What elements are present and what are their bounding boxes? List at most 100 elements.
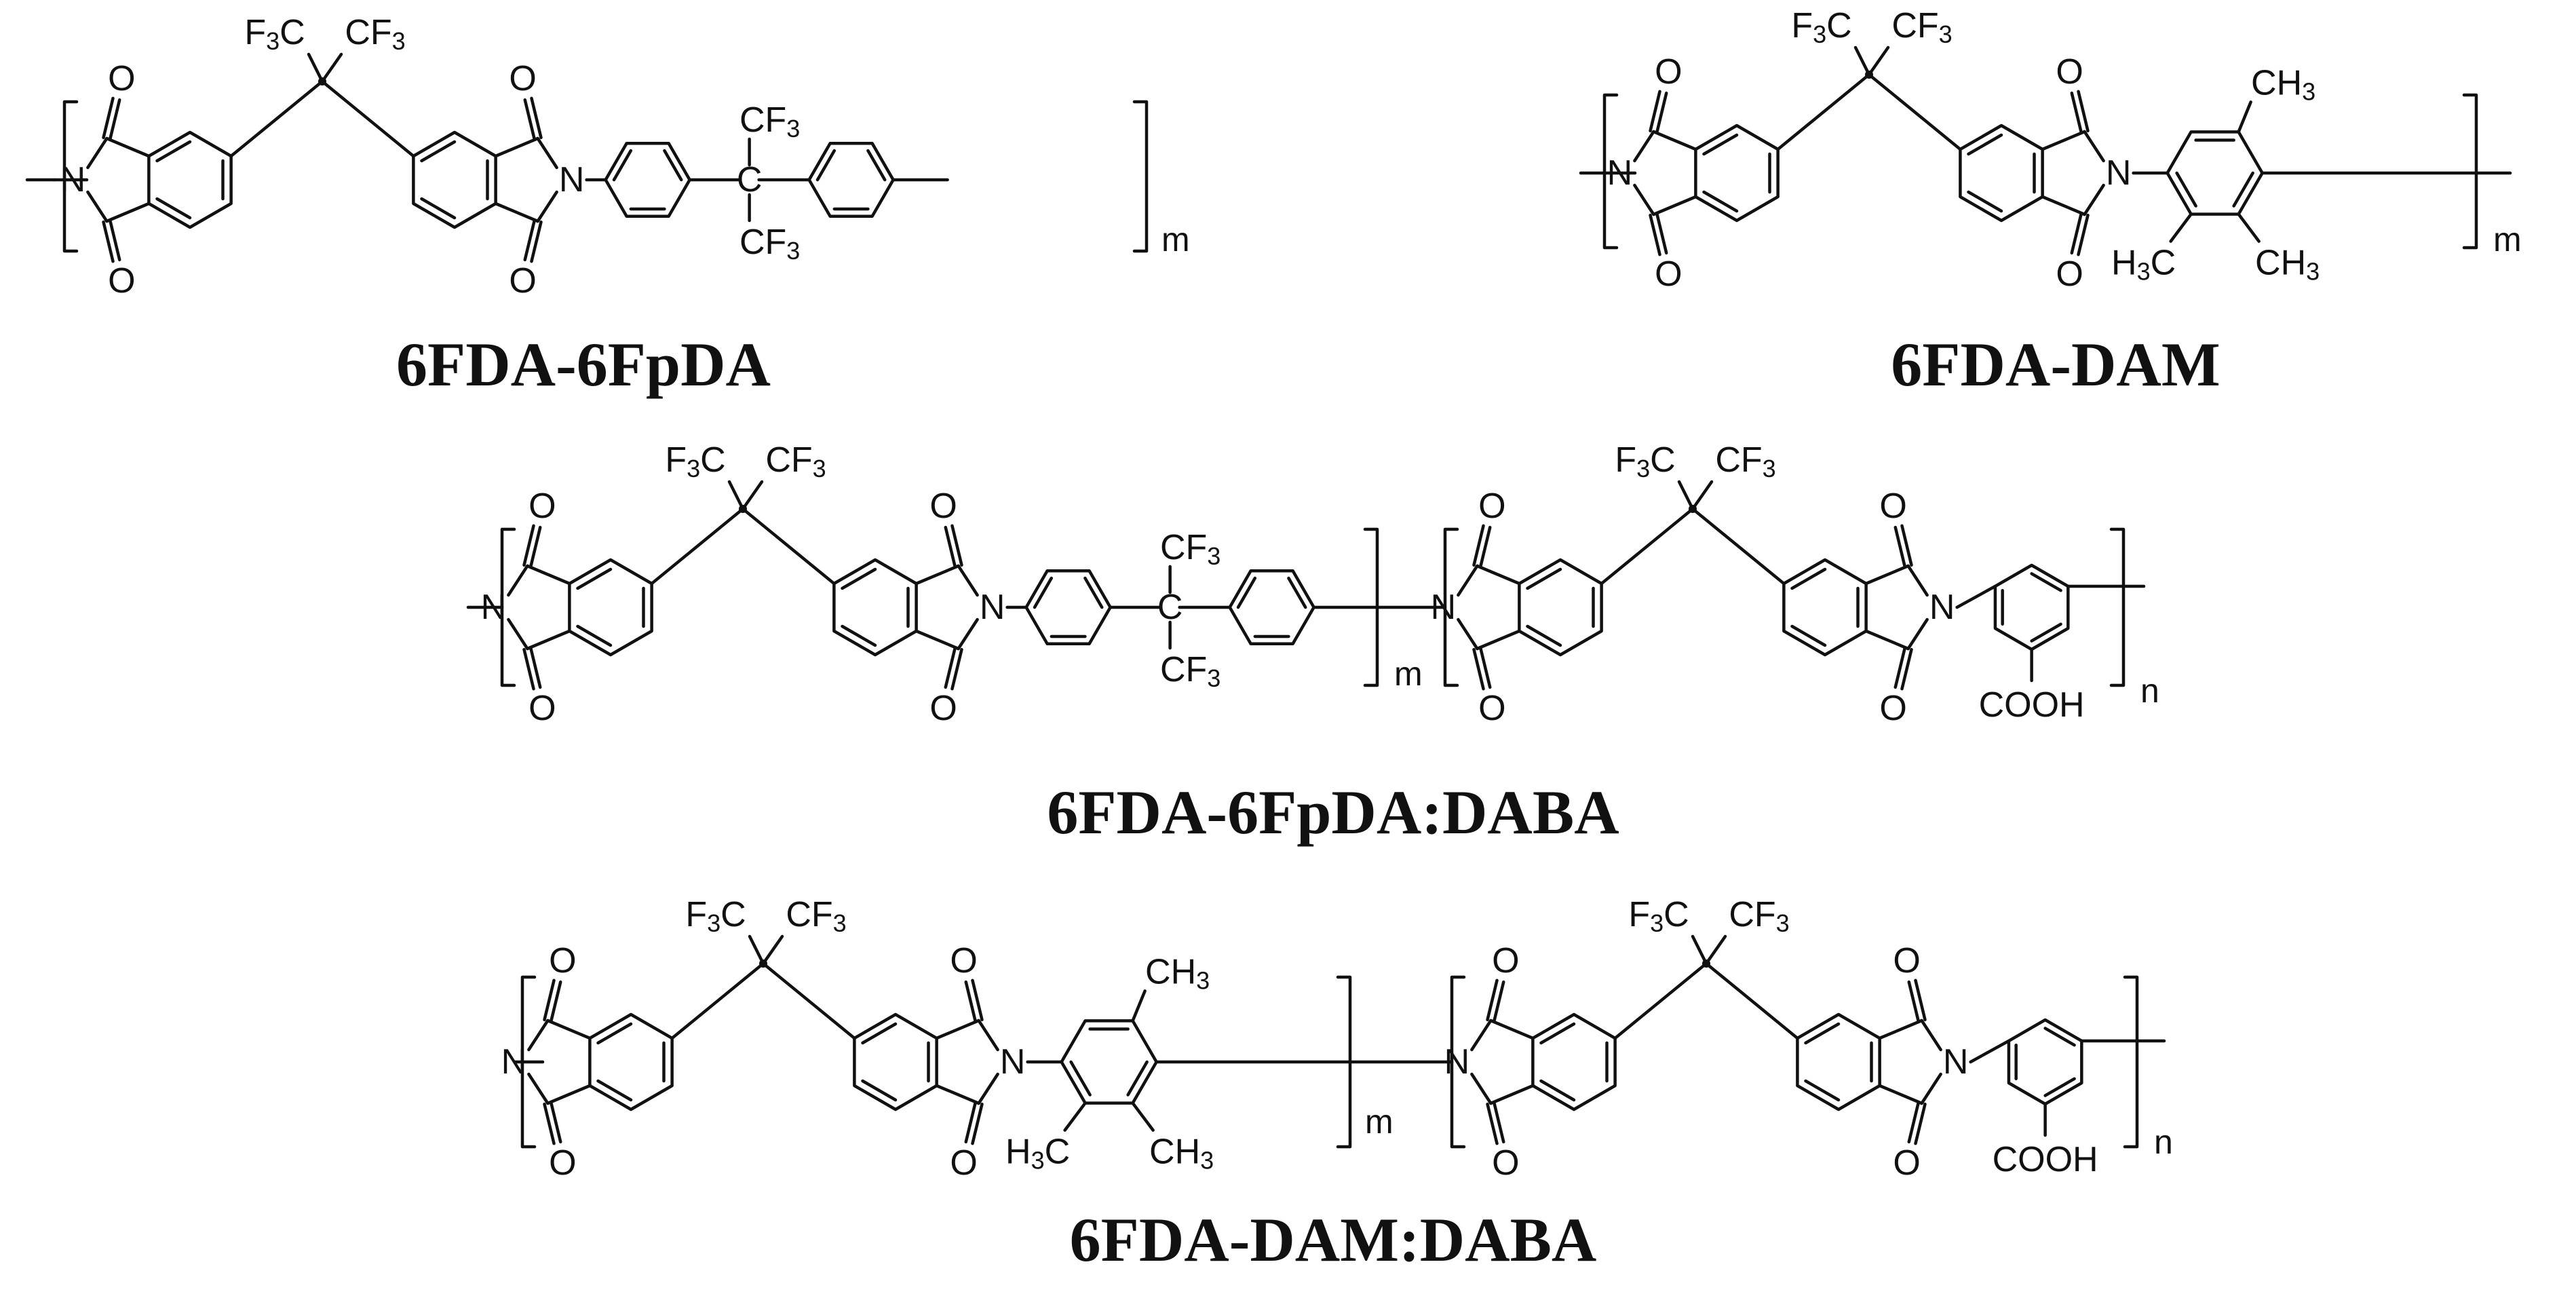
s1-imide-left-oxygen-bottom: O [108, 261, 135, 301]
s4b-cf3-bond [1691, 934, 1708, 966]
s1-imide-right-carbonyl-double [530, 220, 543, 263]
s1-f3c-group: F3C [244, 13, 305, 55]
s4a-imide-right-carbonyl-bond [935, 1019, 980, 1040]
s4-repeat-n: n [2154, 1123, 2173, 1161]
s1-imide-left-carbonyl-double [108, 98, 121, 141]
s4a-bridge-bond [761, 962, 856, 1040]
aromatic-bond [1539, 1079, 1576, 1102]
s3b-imide-left-carbonyl-double [1478, 525, 1492, 569]
s2-imide-left-imide-bond [1633, 130, 1655, 163]
s1-bridge-bond [229, 79, 324, 158]
s4b-imide-right-carbonyl-double [1907, 980, 1921, 1023]
s3b-imide-left-imide-bond [1457, 617, 1479, 651]
s1-bracket-left [62, 100, 79, 253]
s2-imide-right-benzene [1959, 123, 2044, 223]
s2-imide-right-oxygen-bottom: O [2056, 254, 2083, 294]
s2-imide-left-carbonyl-double [1655, 212, 1668, 255]
aromatic-bond [2030, 572, 2062, 592]
s3a-imide-right-carbonyl-double [944, 646, 957, 689]
s3-bracket-left [500, 527, 516, 687]
s4a-cf3-bond [761, 934, 784, 966]
aromatic-bond [576, 567, 613, 590]
s4a-imide-right-carbonyl-double [971, 978, 984, 1022]
aromatic-bond [1702, 133, 1739, 156]
s3a-cf3-bottom: CF3 [1160, 650, 1220, 692]
s4a-imide-right-benzene [853, 1012, 938, 1111]
s3-repeat-m: m [1394, 655, 1423, 693]
s4a-imide-right-imide-bond [977, 1072, 999, 1105]
s4a-imide-right-carbonyl-double [971, 1102, 984, 1145]
s4a-imide-left-carbonyl-double [549, 980, 562, 1023]
s3b-f3c-group: F3C [1615, 440, 1675, 482]
s3b-cf3-bond [1691, 480, 1714, 511]
aromatic-bond [596, 1079, 633, 1102]
s3-n-aryl-bond [1955, 584, 1997, 609]
aromatic-bond [576, 624, 613, 647]
s3b-imide-right-oxygen-top: O [1879, 487, 1906, 526]
s4b-f3c-group: F3C [1628, 895, 1689, 937]
s3a-imide-left-imide-bond [507, 617, 529, 651]
s1-repeat-m: m [1161, 221, 1190, 259]
s3a-imide-right-imide-bond [957, 617, 979, 651]
s4-ch3-top: CH3 [1145, 952, 1210, 994]
s3b-imide-right-carbonyl-double [1893, 646, 1907, 689]
label-6fda-dam: 6FDA-DAM [1891, 330, 2220, 399]
s2-imide-left-oxygen-top: O [1655, 52, 1682, 92]
aromatic-bond [1033, 576, 1054, 609]
s4b-imide-left-imide-bond [1470, 1072, 1493, 1105]
s1-imide-left-carbonyl-double [102, 96, 115, 140]
s3a-phenyl-1 [1024, 569, 1112, 645]
s4-bracket-m-right [1336, 975, 1352, 1149]
s3a-imide-right-carbonyl-bond [915, 564, 960, 586]
s1-imide-left-carbonyl-double [102, 220, 115, 263]
s4b-imide-left-oxygen-top: O [1492, 941, 1519, 981]
s3a-phenyl-2 [1228, 569, 1315, 645]
s3b-imide-left-benzene [1518, 558, 1603, 657]
aromatic-bond [2175, 171, 2197, 208]
s4-mesityl-ring [1060, 1019, 1158, 1105]
s3a-imide-left-carbonyl-double [528, 525, 542, 569]
s1-imide-right-imide-bond [536, 190, 558, 223]
aromatic-bond [2043, 1027, 2076, 1047]
s2-imide-right-carbonyl-double [2077, 90, 2090, 133]
s1-imide-right-oxygen-top: O [509, 59, 536, 98]
s4-methyl-bond [1063, 1101, 1087, 1132]
s4b-imide-right-oxygen-top: O [1893, 941, 1920, 981]
s4-methyl-bond [1131, 989, 1147, 1023]
s4b-imide-right-carbonyl-bond [1878, 1019, 1923, 1040]
s1-imide-right-nitrogen: N [559, 160, 585, 199]
s3b-imide-right-imide-bond [1906, 617, 1929, 651]
s3a-imide-right-imide-bond [957, 564, 979, 597]
s1-phenyl-1 [604, 142, 691, 218]
label-6fda-6fpda: 6FDA-6FpDA [396, 330, 771, 399]
aromatic-bond [861, 1022, 898, 1045]
s1-imide-right-carbonyl-double [523, 98, 537, 141]
aromatic-bond [2232, 171, 2254, 208]
s4b-bridge-bond [1613, 962, 1708, 1040]
s4a-imide-left-nitrogen: N [501, 1042, 527, 1082]
aromatic-bond [1539, 1022, 1576, 1045]
s2-imide-left-benzene [1694, 123, 1780, 223]
s1-imide-left-carbonyl-bond [105, 202, 151, 223]
aromatic-bond [1069, 1060, 1092, 1097]
s4-bracket-left [520, 975, 537, 1149]
s4a-imide-right-carbonyl-double [964, 1101, 978, 1144]
s3-bracket-right [2109, 527, 2126, 687]
s1-imide-left-oxygen-top: O [108, 59, 135, 98]
s1-imide-left-imide-bond [86, 136, 109, 170]
aromatic-bond [2030, 622, 2062, 643]
s4-h3c-bottom-left: H3C [1005, 1133, 1070, 1175]
s3a-cf3-bond [727, 480, 745, 511]
s3a-imide-left-carbonyl-double [522, 647, 535, 691]
s1-central-carbon: C [737, 160, 763, 199]
s3a-imide-right-oxygen-bottom: O [929, 689, 957, 728]
s3a-imide-right-benzene [832, 558, 918, 657]
s4a-imide-right-imide-bond [977, 1019, 999, 1052]
s2-cf3-bond [1853, 45, 1871, 77]
s3b-imide-left-oxygen-top: O [1478, 487, 1505, 526]
aromatic-bond [1526, 624, 1562, 647]
s3b-imide-left-oxygen-bottom: O [1478, 689, 1505, 728]
s2-methyl-bond [2237, 100, 2252, 134]
